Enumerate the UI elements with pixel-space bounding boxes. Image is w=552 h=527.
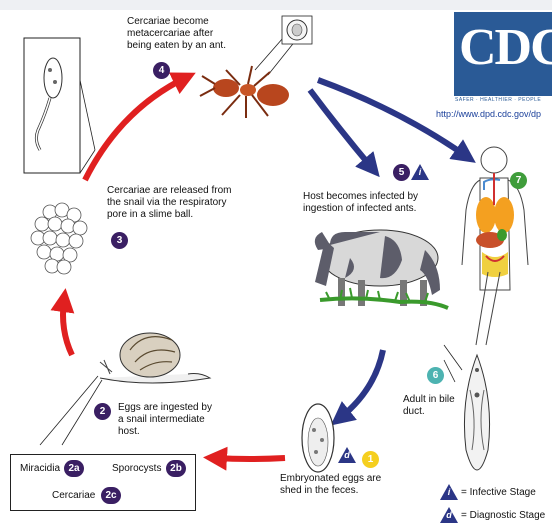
pointer-line	[268, 40, 296, 75]
stage-2-label: Eggs are ingested by a snail intermediat…	[118, 402, 212, 438]
stage-2c-badge: 2c	[101, 487, 121, 504]
stage-5-line: ingestion of infected ants.	[303, 203, 418, 215]
legend-infective-letter: i	[445, 486, 453, 499]
stage-4-label: Cercariae become metacercariae after bei…	[127, 16, 226, 52]
stage-7-badge: 7	[510, 172, 527, 189]
pointer-line	[80, 80, 95, 150]
stage-3-line: pore in a slime ball.	[107, 209, 232, 221]
stage-4-line: metacercariae after	[127, 28, 226, 40]
stage-6-badge: 6	[427, 367, 444, 384]
stage-1-label: Embryonated eggs are shed in the feces.	[280, 473, 381, 497]
stage-1-line: shed in the feces.	[280, 485, 381, 497]
stage-3-label: Cercariae are released from the snail vi…	[107, 185, 232, 221]
diagnostic-letter: d	[343, 449, 351, 462]
stage-3-badge: 3	[111, 232, 128, 249]
diagnostic-stage-icon: d	[338, 447, 356, 463]
stage-4-line: being eaten by an ant.	[127, 40, 226, 52]
egg-illustration	[302, 404, 334, 472]
arrow-2-to-3	[63, 300, 72, 355]
stage-3-line: Cercariae are released from	[107, 185, 232, 197]
stage-2-badge: 2	[94, 403, 111, 420]
metacercaria-illustration	[282, 16, 312, 44]
stage-3-line: the snail via the respiratory	[107, 197, 232, 209]
stage-5-line: Host becomes infected by	[303, 191, 418, 203]
sporocysts-label: Sporocysts	[112, 463, 161, 475]
legend-infective-icon: i	[440, 484, 458, 500]
stage-1-line: Embryonated eggs are	[280, 473, 381, 485]
stage-2-line: host.	[118, 426, 212, 438]
infective-stage-icon: i	[411, 164, 429, 180]
ant-illustration	[200, 66, 289, 118]
miracidia-label: Miracidia	[20, 463, 60, 475]
arrow-3-to-4	[85, 78, 185, 180]
snail-illustration	[100, 333, 210, 383]
stage-6-line: duct.	[403, 406, 455, 418]
stage-2a-badge: 2a	[64, 460, 84, 477]
legend-diagnostic-icon: d	[440, 507, 458, 523]
legend-diagnostic-letter: d	[445, 509, 453, 522]
stage-6-line: Adult in bile	[403, 394, 455, 406]
slime-ball-illustration	[31, 203, 87, 274]
stage-1-badge: 1	[362, 451, 379, 468]
pointer-line	[444, 360, 455, 382]
legend-diagnostic-text: = Diagnostic Stage	[461, 510, 545, 521]
arrow-4-to-5	[310, 90, 372, 168]
legend-infective-text: = Infective Stage	[461, 487, 536, 498]
stage-2-line: Eggs are ingested by	[118, 402, 212, 414]
stage-5-badge: 5	[393, 164, 410, 181]
stage-4-line: Cercariae become	[127, 16, 226, 28]
infective-letter: i	[416, 166, 424, 179]
stage-4-badge: 4	[153, 62, 170, 79]
stage-5-label: Host becomes infected by ingestion of in…	[303, 191, 418, 215]
cow-illustration	[315, 230, 448, 308]
arrow-1-to-2	[215, 458, 285, 459]
pointer-line	[40, 376, 98, 445]
stage-6-label: Adult in bile duct.	[403, 394, 455, 418]
stage-2b-badge: 2b	[166, 460, 186, 477]
cercariae-label: Cercariae	[52, 490, 95, 502]
stage-2-line: a snail intermediate	[118, 414, 212, 426]
arrow-4-to-7	[318, 80, 466, 156]
arrow-6-to-1	[340, 350, 383, 418]
